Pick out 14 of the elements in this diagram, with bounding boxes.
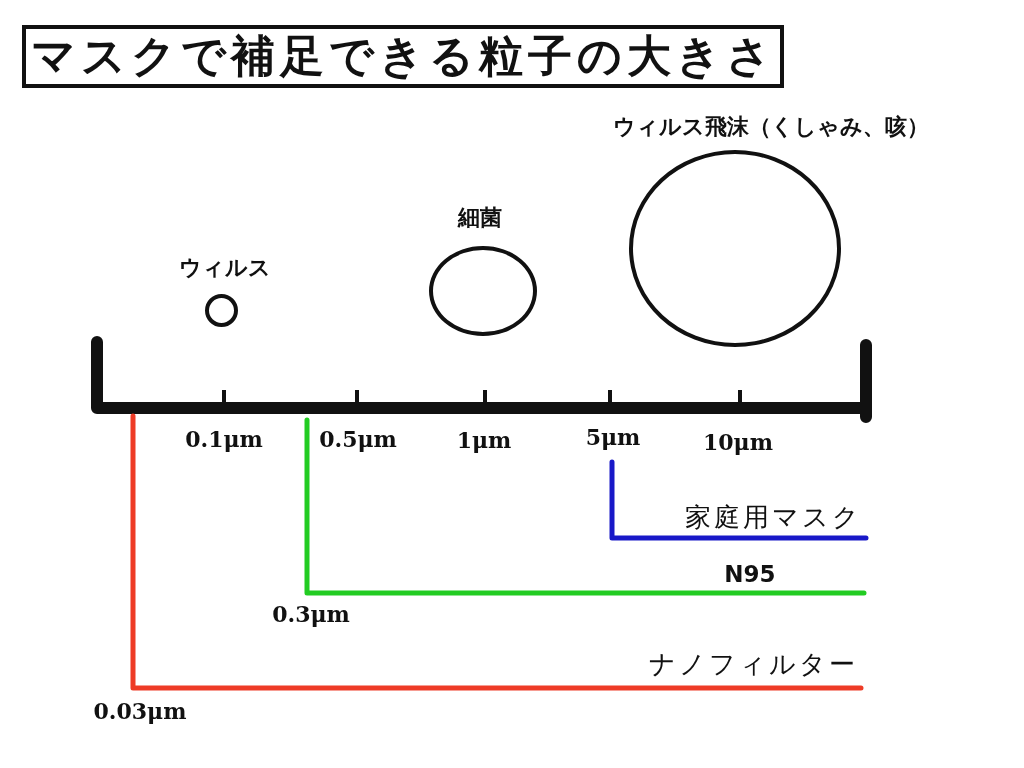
threshold-label: 0.03μm — [93, 699, 187, 725]
title-heading: マスクで補足できる粒子の大きさ — [22, 25, 784, 88]
particle-label: ウィルス — [179, 255, 271, 281]
particle-label: ウィルス飛沫（くしゃみ、咳） — [613, 114, 929, 140]
mask-type-label: ナノフィルター — [649, 650, 858, 680]
tick-label: 0.5μm — [319, 427, 397, 453]
particle-label: 細菌 — [458, 205, 502, 231]
mask-type-label: N95 — [724, 560, 776, 588]
tick-label: 5μm — [585, 425, 641, 451]
tick-label: 1μm — [456, 428, 512, 454]
mask-type-label: 家庭用マスク — [685, 503, 862, 533]
tick-label: 0.1μm — [185, 427, 263, 453]
threshold-label: 0.3μm — [272, 602, 350, 628]
tick-label: 10μm — [703, 430, 773, 456]
